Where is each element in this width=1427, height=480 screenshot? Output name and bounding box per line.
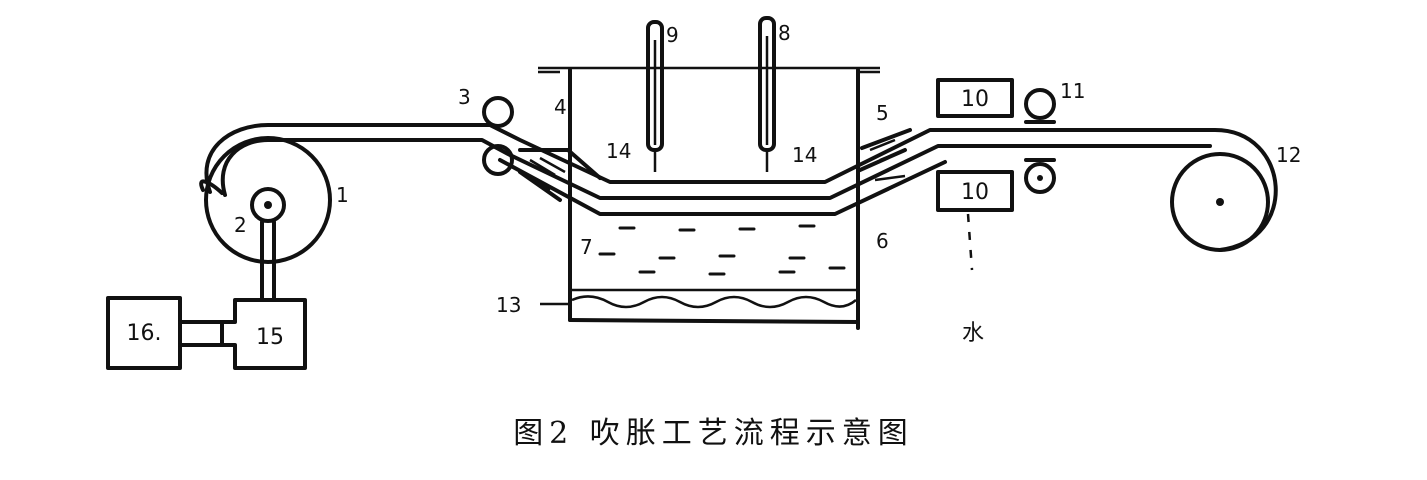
figure-caption: 图2 吹胀工艺流程示意图	[513, 416, 914, 451]
unit-box-10-bottom: 10	[936, 170, 1014, 271]
thermometer-9	[646, 20, 664, 172]
label-11: 11	[1060, 79, 1085, 103]
label-6: 6	[876, 229, 889, 253]
blow-expansion-process-diagram: 10 10 15 16. 1 2 3 4 5 6 7 8 9 11 12 13 …	[106, 16, 1301, 370]
water-dashes	[598, 224, 846, 276]
label-10-bottom: 10	[961, 180, 989, 205]
unit-box-15: 15	[220, 256, 307, 370]
take-up-reel	[1170, 152, 1270, 252]
label-9: 9	[666, 23, 679, 47]
label-16: 16.	[127, 321, 162, 346]
label-3: 3	[458, 85, 471, 109]
label-13: 13	[496, 293, 521, 317]
water-tank	[538, 66, 880, 330]
supply-reel	[204, 136, 332, 264]
nip-rollers-11	[1024, 88, 1056, 194]
tube-film-path	[199, 123, 1278, 252]
label-15: 15	[256, 325, 284, 350]
water-label: 水	[962, 321, 984, 346]
label-12: 12	[1276, 143, 1301, 167]
unit-box-10-top: 10	[936, 78, 1014, 118]
label-14-left: 14	[606, 139, 631, 163]
label-7: 7	[580, 235, 593, 259]
unit-box-16: 16.	[106, 296, 224, 370]
label-2: 2	[234, 213, 247, 237]
chute-4	[518, 148, 602, 202]
guide-rollers-3	[482, 96, 514, 176]
label-10-top: 10	[961, 87, 989, 112]
chute-5	[858, 128, 912, 182]
label-14-right: 14	[792, 143, 817, 167]
label-8: 8	[778, 21, 791, 45]
thermometer-8	[758, 16, 776, 172]
label-4: 4	[554, 95, 567, 119]
label-5: 5	[876, 101, 889, 125]
label-1: 1	[336, 183, 349, 207]
